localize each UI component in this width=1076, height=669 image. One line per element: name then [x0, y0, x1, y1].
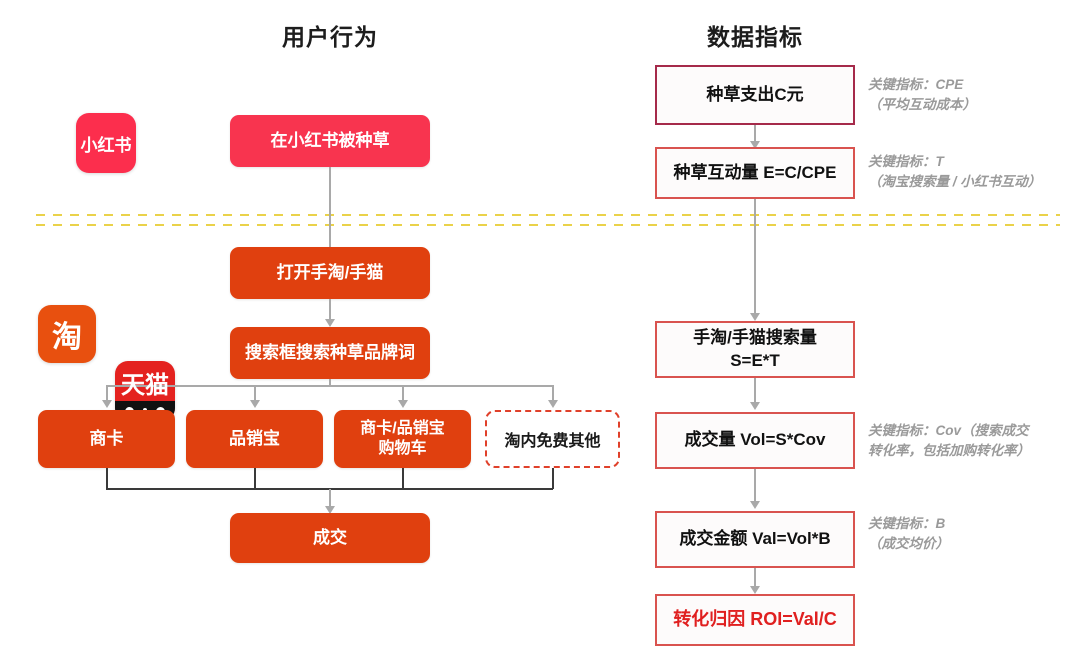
- taobao-logo-label: 淘: [52, 321, 82, 354]
- connector-metric-5-to-6: [754, 568, 756, 588]
- platform-divider-line-bottom: [36, 224, 1060, 226]
- connector-branch-drop-2: [254, 385, 256, 402]
- xiaohongshu-logo-label: 小红书: [80, 135, 132, 155]
- connector-merge-up-3: [402, 468, 404, 489]
- arrow-merge-to-final-icon: [325, 506, 335, 514]
- connector-branch-bus: [106, 385, 553, 387]
- xiaohongshu-logo: 小红书: [76, 113, 136, 173]
- flow-step-open-taobao-tmall[interactable]: 打开手淘/手猫: [230, 247, 430, 299]
- connector-step1-to-step2: [329, 167, 331, 289]
- connector-merge-to-final: [329, 489, 331, 508]
- connector-metric-2-to-3: [754, 199, 756, 315]
- metric-box-seeding-interactions[interactable]: 种草互动量 E=C/CPE: [655, 147, 855, 199]
- arrow-step2-to-step3-icon: [325, 319, 335, 327]
- metric-note-cov: 关键指标：Cov（搜索成交 转化率，包括加购转化率）: [868, 423, 1030, 458]
- flow-step-seeded-on-xiaohongshu[interactable]: 在小红书被种草: [230, 115, 430, 167]
- connector-merge-up-1: [106, 468, 108, 489]
- taobao-logo: 淘: [38, 305, 96, 363]
- arrow-metric-5-to-6-icon: [750, 586, 760, 594]
- left-column-title: 用户行为: [282, 24, 378, 50]
- connector-merge-up-4: [552, 468, 554, 489]
- flow-step-search-brand-keyword[interactable]: 搜索框搜索种草品牌词: [230, 327, 430, 379]
- metric-box-seeding-spend[interactable]: 种草支出C元: [655, 65, 855, 125]
- arrow-metric-4-to-5-icon: [750, 501, 760, 509]
- connector-branch-drop-3: [402, 385, 404, 402]
- branch-box-pinxiaobao[interactable]: 品销宝: [186, 410, 323, 468]
- arrow-branch-2-icon: [250, 400, 260, 408]
- tmall-logo-label: 天猫: [121, 372, 169, 399]
- metric-box-search-volume[interactable]: 手淘/手猫搜索量 S=E*T: [655, 321, 855, 378]
- connector-branch-drop-4: [552, 385, 554, 402]
- metric-box-transaction-volume[interactable]: 成交量 Vol=S*Cov: [655, 412, 855, 469]
- connector-merge-up-2: [254, 468, 256, 489]
- arrow-branch-3-icon: [398, 400, 408, 408]
- connector-step2-to-step3: [329, 299, 331, 321]
- metric-box-transaction-value[interactable]: 成交金额 Val=Vol*B: [655, 511, 855, 568]
- branch-box-taobao-free-other[interactable]: 淘内免费其他: [485, 410, 620, 468]
- connector-merge-bus: [106, 488, 553, 490]
- branch-box-shangka-pinxiaobao-cart[interactable]: 商卡/品销宝 购物车: [334, 410, 471, 468]
- arrow-branch-1-icon: [102, 400, 112, 408]
- arrow-metric-2-to-3-icon: [750, 313, 760, 321]
- connector-metric-1-to-2: [754, 125, 756, 143]
- flow-step-transaction[interactable]: 成交: [230, 513, 430, 563]
- metric-note-t: 关键指标：T （淘宝搜索量 / 小红书互动）: [868, 154, 1042, 189]
- metric-note-cpe: 关键指标：CPE （平均互动成本）: [868, 77, 976, 112]
- metric-box-roi[interactable]: 转化归因 ROI=Val/C: [655, 594, 855, 646]
- right-column-title: 数据指标: [707, 24, 803, 50]
- connector-metric-4-to-5: [754, 469, 756, 503]
- arrow-metric-3-to-4-icon: [750, 402, 760, 410]
- connector-metric-3-to-4: [754, 378, 756, 404]
- platform-divider-line-top: [36, 214, 1060, 216]
- arrow-metric-1-to-2-icon: [750, 141, 760, 149]
- connector-step3-stub: [329, 379, 331, 387]
- connector-branch-drop-1: [106, 385, 108, 402]
- metric-note-b: 关键指标：B （成交均价）: [868, 516, 949, 551]
- branch-box-shangka[interactable]: 商卡: [38, 410, 175, 468]
- arrow-branch-4-icon: [548, 400, 558, 408]
